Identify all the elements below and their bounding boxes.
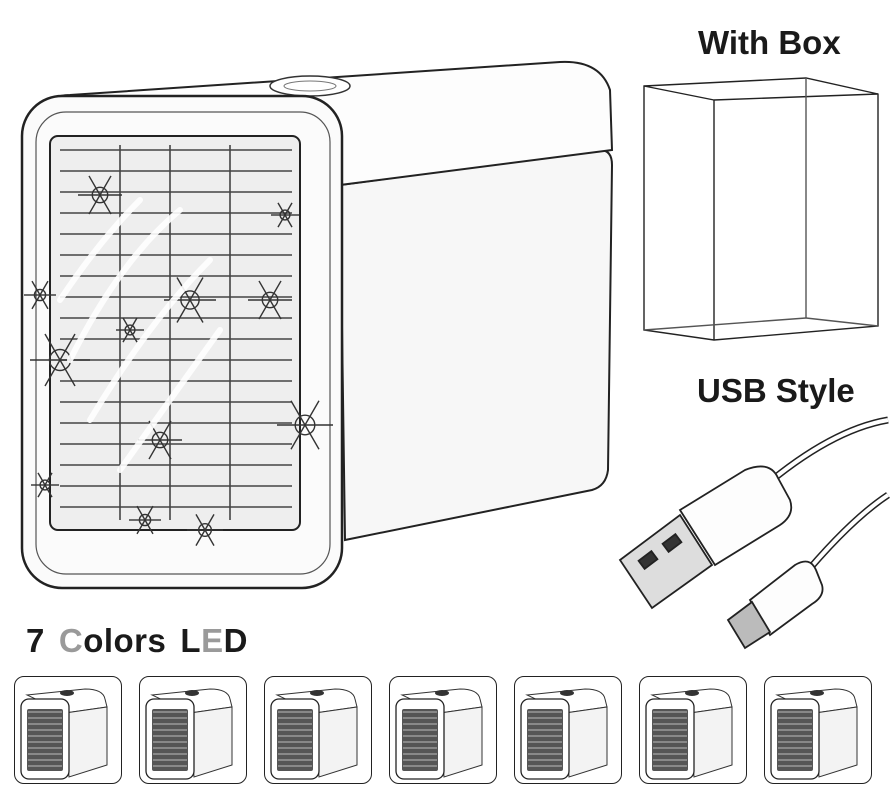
led-count: 7 bbox=[26, 622, 45, 659]
thumb-7 bbox=[764, 676, 872, 784]
snowflake-icon bbox=[271, 202, 299, 228]
snowflake-icon bbox=[187, 514, 223, 546]
thumb-3 bbox=[264, 676, 372, 784]
box-outline-icon bbox=[643, 77, 879, 341]
thumb-2 bbox=[139, 676, 247, 784]
snowflake-icon bbox=[31, 472, 59, 498]
usb-cable-icon bbox=[618, 416, 890, 650]
usb-style-label: USB Style bbox=[697, 372, 855, 409]
thumb-1 bbox=[14, 676, 122, 784]
snowflake-icon bbox=[129, 505, 161, 535]
with-box-label: With Box bbox=[698, 24, 841, 61]
snowflake-icon bbox=[24, 280, 56, 310]
led-colors-word: Colors bbox=[58, 622, 167, 659]
thumb-4 bbox=[389, 676, 497, 784]
power-button-icon bbox=[269, 75, 351, 97]
snowflake-icon bbox=[78, 175, 122, 215]
snowflake-icon bbox=[248, 280, 292, 320]
snowflake-icon bbox=[277, 400, 333, 450]
led-word: LED bbox=[180, 622, 248, 659]
cooler-side-face bbox=[338, 148, 614, 542]
snowflake-icon bbox=[138, 420, 182, 460]
thumb-5 bbox=[514, 676, 622, 784]
snowflake-icon bbox=[116, 317, 144, 343]
thumb-6 bbox=[639, 676, 747, 784]
seven-colors-led-label: 7 Colors LED bbox=[26, 622, 248, 660]
